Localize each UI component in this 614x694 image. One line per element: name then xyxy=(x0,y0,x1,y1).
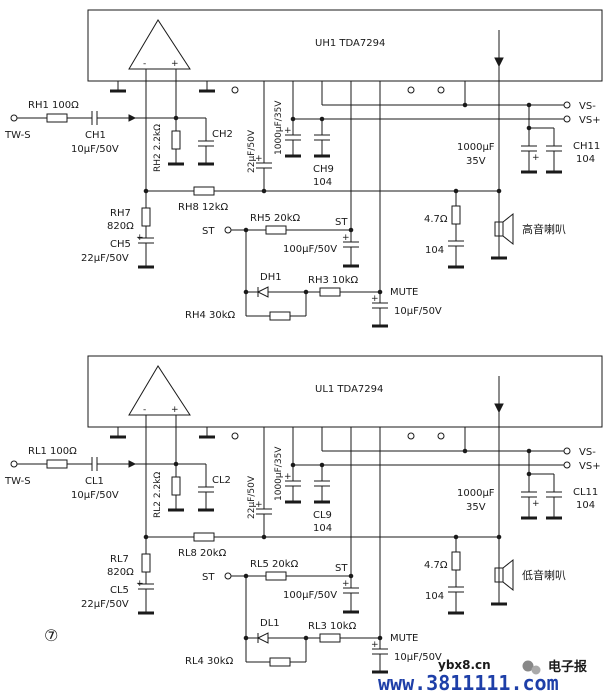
watermark-brand: 电子报 xyxy=(548,659,588,675)
r4-label: RL4 30kΩ xyxy=(185,656,234,667)
c-out-voltage: 35V xyxy=(466,502,486,513)
c11-value: 104 xyxy=(576,154,595,165)
c-big-label: 1000μF/35V xyxy=(274,446,284,501)
r3-label: RL3 10kΩ xyxy=(308,621,357,632)
input-label: TW-S xyxy=(4,476,31,487)
mute-label: MUTE xyxy=(390,633,418,644)
c5-label: CL5 xyxy=(110,585,129,596)
tweeter-amplifier: UH1 TDA7294 RH1 100Ω TW-S CH1 10μF/50V R… xyxy=(4,8,604,328)
r-load-label: 4.7Ω xyxy=(424,214,448,225)
mute-label: MUTE xyxy=(390,287,418,298)
c-mute-label: 10μF/50V xyxy=(394,306,442,317)
c-mute-label: 10μF/50V xyxy=(394,652,442,663)
c9-value: 104 xyxy=(313,523,332,534)
input-label: TW-S xyxy=(4,130,31,141)
r7-label: RL7 xyxy=(110,554,129,565)
r4-label: RH4 30kΩ xyxy=(185,310,236,321)
speaker-label: 高音喇叭 xyxy=(522,222,566,236)
r7-value: 820Ω xyxy=(107,567,134,578)
c-out-value: 1000μF xyxy=(457,142,495,153)
cin-value: 10μF/50V xyxy=(71,490,119,501)
c-load-label: 104 xyxy=(425,245,444,256)
c5-value: 22μF/50V xyxy=(81,599,129,610)
r2-label: RH2 2.2kΩ xyxy=(153,124,163,172)
st2-label: ST xyxy=(335,563,348,574)
ic-label: UL1 TDA7294 xyxy=(315,384,383,395)
c11-label: CL11 xyxy=(573,487,598,498)
vs-minus-label: VS- xyxy=(579,101,596,112)
r5-label: RL5 20kΩ xyxy=(250,559,299,570)
r7-label: RH7 xyxy=(110,208,131,219)
c-st-label: 100μF/50V xyxy=(283,590,337,601)
cin-name: CH1 xyxy=(85,130,106,141)
c9-label: CL9 xyxy=(313,510,332,521)
r5-label: RH5 20kΩ xyxy=(250,213,301,224)
c2-label: CL2 xyxy=(212,475,231,486)
woofer-amplifier: UL1 TDA7294 RL1 100Ω TW-S CL1 10μF/50V R… xyxy=(4,354,604,674)
c-load-label: 104 xyxy=(425,591,444,602)
watermark-url: www.3811111.com xyxy=(378,671,559,694)
d1-label: DH1 xyxy=(260,272,282,283)
c-out-voltage: 35V xyxy=(466,156,486,167)
c9-label: CH9 xyxy=(313,164,334,175)
r-load-label: 4.7Ω xyxy=(424,560,448,571)
c2-label: CH2 xyxy=(212,129,233,140)
c-mid-label: 22μF/50V xyxy=(247,475,257,519)
vs-minus-label: VS- xyxy=(579,447,596,458)
vs-plus-label: VS+ xyxy=(579,461,601,472)
c11-label: CH11 xyxy=(573,141,600,152)
c-st-label: 100μF/50V xyxy=(283,244,337,255)
st2-label: ST xyxy=(335,217,348,228)
c-big-label: 1000μF/35V xyxy=(274,100,284,155)
rin-label: RL1 100Ω xyxy=(28,446,77,457)
watermark-site: ybx8.cn xyxy=(438,658,491,672)
wechat-icon xyxy=(522,660,541,675)
d1-label: DL1 xyxy=(260,618,280,629)
c11-value: 104 xyxy=(576,500,595,511)
rin-label: RH1 100Ω xyxy=(28,100,79,111)
r2-label: RL2 2.2kΩ xyxy=(153,472,163,518)
vs-plus-label: VS+ xyxy=(579,115,601,126)
r8-label: RH8 12kΩ xyxy=(178,202,229,213)
c5-label: CH5 xyxy=(110,239,131,250)
ic-label: UH1 TDA7294 xyxy=(315,38,385,49)
st-label: ST xyxy=(202,572,215,583)
c-out-value: 1000μF xyxy=(457,488,495,499)
c9-value: 104 xyxy=(313,177,332,188)
figure-number: ⑦ xyxy=(44,626,58,645)
speaker-label: 低音喇叭 xyxy=(522,568,566,582)
c5-value: 22μF/50V xyxy=(81,253,129,264)
c-mid-label: 22μF/50V xyxy=(247,129,257,173)
cin-value: 10μF/50V xyxy=(71,144,119,155)
st-label: ST xyxy=(202,226,215,237)
r8-label: RL8 20kΩ xyxy=(178,548,227,559)
r3-label: RH3 10kΩ xyxy=(308,275,359,286)
r7-value: 820Ω xyxy=(107,221,134,232)
cin-name: CL1 xyxy=(85,476,104,487)
